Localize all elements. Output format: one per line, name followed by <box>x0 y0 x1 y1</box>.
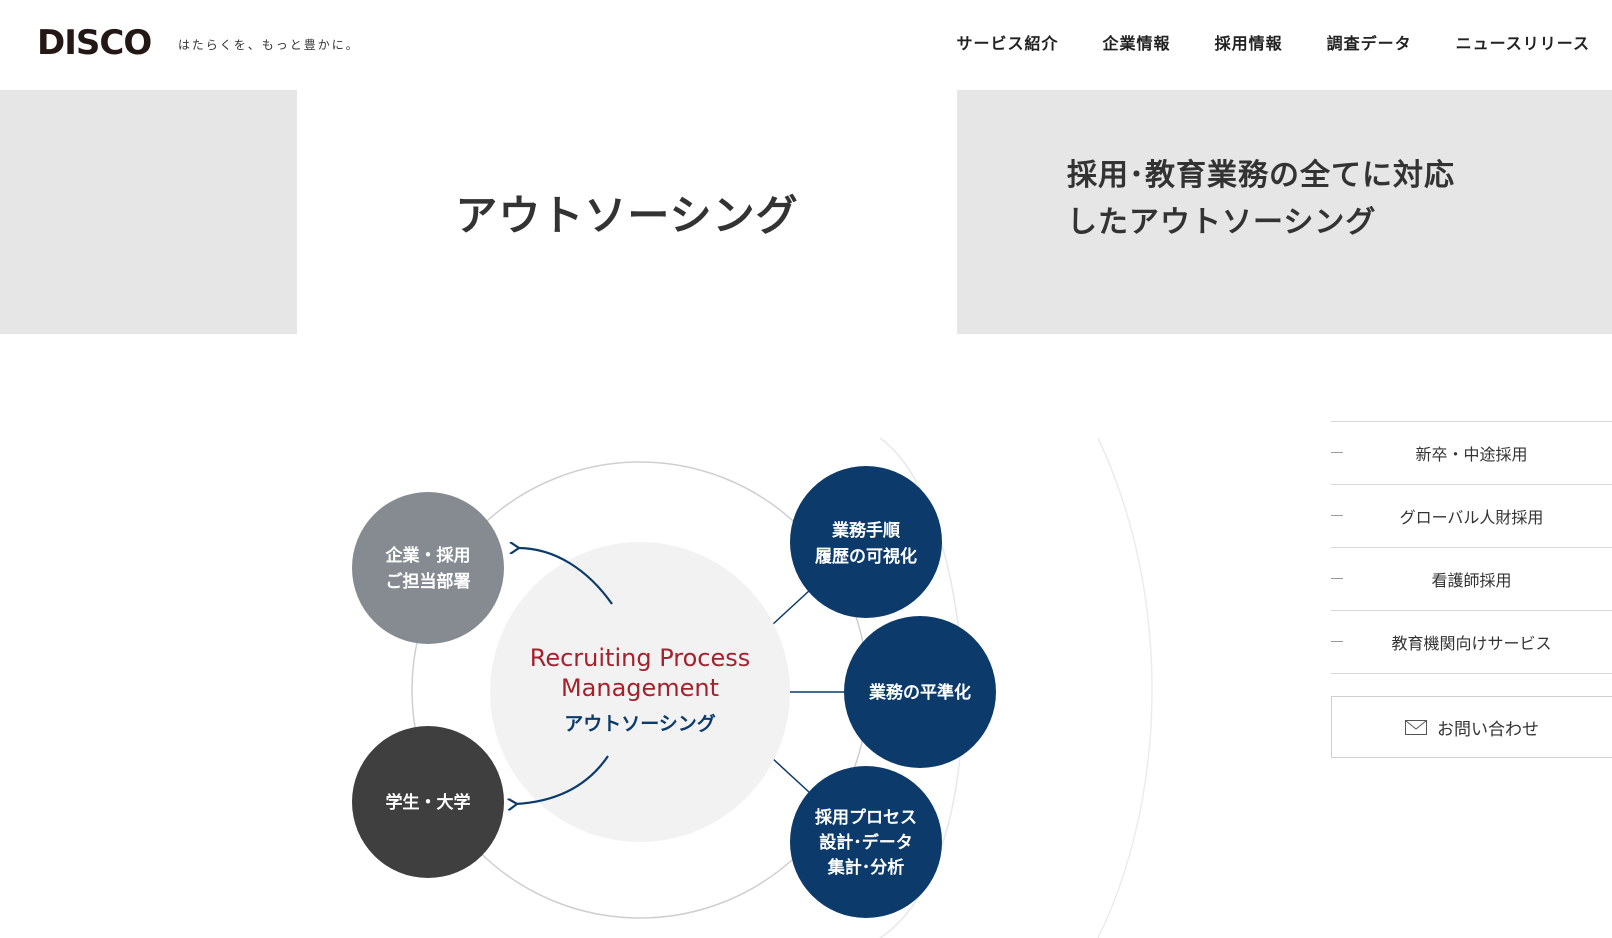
side-item-label: 新卒・中途採用 <box>1415 445 1528 464</box>
disco-logo[interactable]: DISCO <box>37 23 152 63</box>
connector-top <box>771 589 811 626</box>
center-circle <box>490 542 790 842</box>
arrow-to-students <box>516 755 609 804</box>
hero-subtitle-line2: したアウトソーシング <box>1067 205 1377 240</box>
hero-subtitle: 採用･教育業務の全てに対応 したアウトソーシング <box>1067 152 1455 246</box>
visibility-circle <box>790 466 942 618</box>
students-label: 学生・大学 <box>386 792 471 813</box>
analysis-line1: 採用プロセス <box>815 807 917 828</box>
center-ja: アウトソーシング <box>564 712 716 735</box>
side-item-nurse[interactable]: 看護師採用 <box>1331 547 1612 610</box>
connector-bottom <box>771 757 811 794</box>
nav-recruit[interactable]: 採用情報 <box>1214 34 1283 53</box>
dash-icon <box>1331 452 1343 453</box>
hero-subtitle-line1: 採用･教育業務の全てに対応 <box>1067 158 1455 193</box>
hero-left-panel <box>0 90 297 334</box>
company-line2: ご担当部署 <box>386 571 471 592</box>
dash-icon <box>1331 578 1343 579</box>
hero-right-panel: 採用･教育業務の全てに対応 したアウトソーシング <box>957 90 1612 334</box>
side-item-education[interactable]: 教育機関向けサービス <box>1331 610 1612 674</box>
side-item-global-talent[interactable]: グローバル人財採用 <box>1331 484 1612 547</box>
analysis-line2: 設計･データ <box>819 832 913 853</box>
visibility-line2: 履歴の可視化 <box>815 546 917 567</box>
standardization-circle <box>844 616 996 768</box>
dash-icon <box>1331 515 1343 516</box>
nav-news[interactable]: ニュースリリース <box>1455 34 1590 53</box>
company-line1: 企業・採用 <box>385 545 471 566</box>
side-item-label: 教育機関向けサービス <box>1391 634 1552 653</box>
company-circle <box>352 492 504 644</box>
center-en-line1: Recruiting Process <box>530 644 751 672</box>
side-item-new-mid-career[interactable]: 新卒・中途採用 <box>1331 421 1612 484</box>
arrow-to-company <box>518 548 613 605</box>
page-title: アウトソーシング <box>455 190 799 240</box>
contact-button[interactable]: お問い合わせ <box>1331 696 1612 758</box>
standardization-label: 業務の平準化 <box>869 682 971 703</box>
nav-research[interactable]: 調査データ <box>1326 34 1412 53</box>
analysis-circle <box>790 766 942 918</box>
tagline: はたらくを、もっと豊かに。 <box>178 38 360 52</box>
nav-services[interactable]: サービス紹介 <box>956 34 1059 53</box>
contact-label: お問い合わせ <box>1437 719 1539 740</box>
site-header: DISCO はたらくを、もっと豊かに。 サービス紹介 企業情報 採用情報 調査デ… <box>0 0 1612 88</box>
dash-icon <box>1331 641 1343 642</box>
visibility-line1: 業務手順 <box>832 520 901 541</box>
mail-icon <box>1405 719 1427 735</box>
side-item-label: グローバル人財採用 <box>1399 508 1544 527</box>
analysis-line3: 集計･分析 <box>827 857 905 878</box>
center-en-line2: Management <box>561 674 719 702</box>
global-nav: サービス紹介 企業情報 採用情報 調査データ ニュースリリース <box>957 30 1590 54</box>
students-circle <box>352 726 504 878</box>
side-menu: 新卒・中途採用 グローバル人財採用 看護師採用 教育機関向けサービス <box>1331 421 1612 674</box>
decor-arc-outer <box>1097 437 1153 938</box>
nav-company[interactable]: 企業情報 <box>1102 34 1171 53</box>
side-item-label: 看護師採用 <box>1431 571 1512 590</box>
rpm-diagram: Recruiting Process Management アウトソーシング 企… <box>352 437 1153 938</box>
